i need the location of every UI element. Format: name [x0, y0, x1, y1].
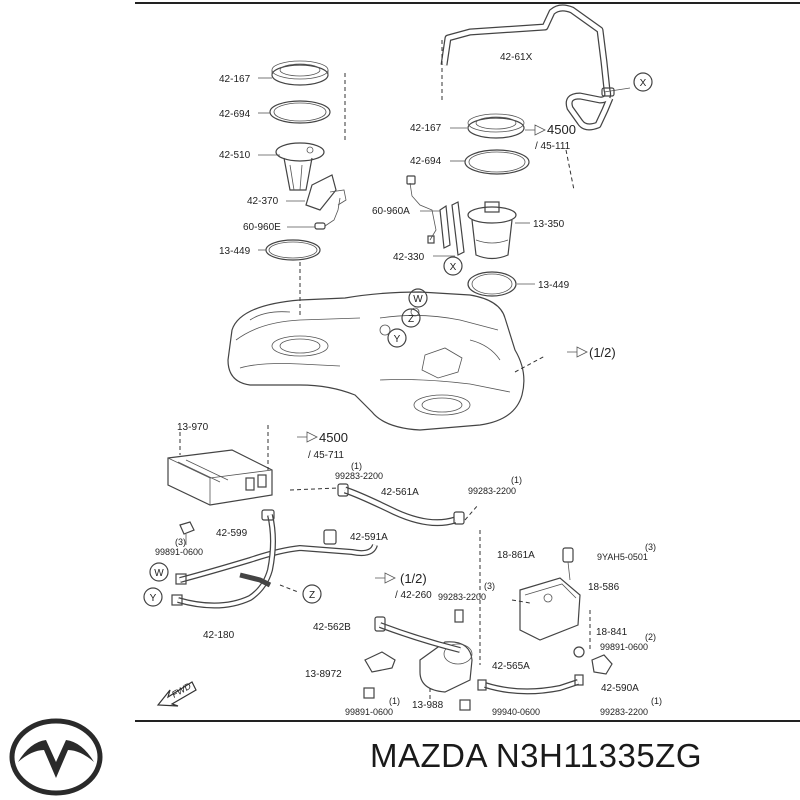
qty-3: (3) [484, 581, 495, 591]
label-18-861A: 18-861A [497, 550, 535, 561]
qty-1: (1) [351, 461, 362, 471]
label-42-180: 42-180 [203, 630, 235, 641]
svg-text:W: W [413, 294, 423, 305]
label-9YAH5-0501: 9YAH5-0501 [597, 552, 648, 562]
canister-13-970 [167, 425, 273, 506]
tubes-42-180 [171, 509, 378, 609]
label-99283-2200: 99283-2200 [600, 707, 648, 717]
label-99940-0600: 99940-0600 [492, 707, 540, 717]
svg-text:Z: Z [408, 314, 414, 325]
svg-text:Z: Z [309, 590, 315, 601]
svg-text:X: X [450, 262, 457, 273]
label-42-694: 42-694 [219, 109, 251, 120]
svg-text:Y: Y [394, 334, 401, 345]
ref-42-260: / 42-260 [395, 590, 432, 601]
connector-circles: X X W Z Y W Y Z [143, 72, 653, 607]
ref-45-111: / 45-111 [535, 141, 571, 152]
label-13-8972: 13-8972 [305, 669, 342, 680]
svg-text:W: W [154, 568, 164, 579]
ref-4500: 4500 [319, 430, 348, 445]
label-42-599: 42-599 [216, 528, 248, 539]
label-99891-0600: 99891-0600 [345, 707, 393, 717]
label-42-565A: 42-565A [492, 661, 530, 672]
qty-3: (3) [175, 537, 186, 547]
label-42-167: 42-167 [410, 123, 442, 134]
label-42-370: 42-370 [247, 196, 279, 207]
label-42-61X: 42-61X [500, 52, 533, 63]
label-99283-2200: 99283-2200 [468, 486, 516, 496]
hose-42-562B [374, 609, 464, 653]
label-42-167: 42-167 [219, 74, 251, 85]
left-leaders [258, 70, 346, 315]
svg-text:X: X [640, 78, 647, 89]
bracket-18-586 [519, 547, 581, 641]
left-pump-assembly [265, 60, 347, 261]
label-42-694: 42-694 [410, 156, 442, 167]
label-13-350: 13-350 [533, 219, 565, 230]
label-99891-0600: 99891-0600 [155, 547, 203, 557]
label-60-960A: 60-960A [372, 206, 410, 217]
fwd-arrow: FWD [156, 681, 197, 707]
ref-1-2: (1/2) [400, 571, 427, 586]
hose-42-561A [289, 483, 479, 527]
right-leaders [420, 40, 575, 285]
filter-13-988 [363, 641, 473, 711]
label-42-590A: 42-590A [601, 683, 639, 694]
label-42-591A: 42-591A [350, 532, 388, 543]
label-99283-2200: 99283-2200 [438, 592, 486, 602]
qty-2: (2) [645, 632, 656, 642]
label-99891-0600: 99891-0600 [600, 642, 648, 652]
qty-1: (1) [511, 475, 522, 485]
part-labels: 42-167 42-694 42-510 42-370 60-960E 13-4… [155, 52, 662, 717]
label-13-449: 13-449 [538, 280, 570, 291]
ref-arrow-icon [297, 124, 588, 584]
vent-tube-42-61X [440, 4, 631, 131]
label-42-330: 42-330 [393, 252, 425, 263]
qty-1: (1) [389, 696, 400, 706]
svg-text:Y: Y [150, 593, 157, 604]
ref-4500: 4500 [547, 122, 576, 137]
label-13-449: 13-449 [219, 246, 251, 257]
ref-45-711: / 45-711 [308, 450, 344, 461]
lower-dash-leaders [479, 530, 591, 665]
label-42-561A: 42-561A [381, 487, 419, 498]
qty-1: (1) [651, 696, 662, 706]
label-99283-2200: 99283-2200 [335, 471, 383, 481]
hose-42-565A [477, 646, 613, 695]
fuel-tank [227, 291, 546, 431]
mazda-logo-icon [9, 718, 103, 796]
label-18-586: 18-586 [588, 582, 620, 593]
label-13-970: 13-970 [177, 422, 209, 433]
ref-1-2: (1/2) [589, 345, 616, 360]
label-18-841: 18-841 [596, 627, 628, 638]
label-60-960E: 60-960E [243, 222, 281, 233]
right-pump-assembly [406, 113, 530, 297]
label-42-562B: 42-562B [313, 622, 351, 633]
part-number-title: MAZDA N3H11335ZG [370, 737, 703, 774]
label-13-988: 13-988 [412, 700, 444, 711]
label-42-510: 42-510 [219, 150, 251, 161]
qty-3: (3) [645, 542, 656, 552]
